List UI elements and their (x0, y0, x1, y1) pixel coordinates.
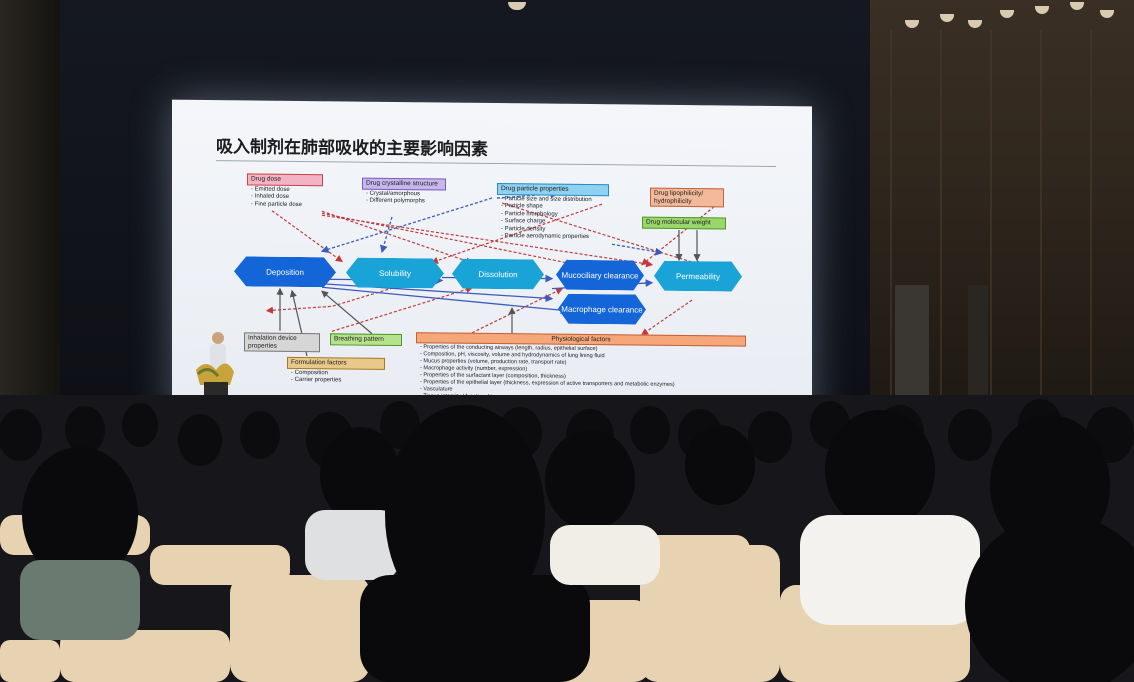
projection-screen: 吸入制剂在肺部吸收的主要影响因素 (172, 99, 812, 427)
ceiling-lamp (905, 20, 919, 28)
permeability-hex: Permeability (654, 261, 742, 292)
solubility-hex: Solubility (346, 257, 444, 288)
drug-dose-item: - Fine particle dose (251, 200, 303, 208)
breathing-pattern-label: Breathing pattern (330, 333, 402, 346)
ceiling-lamp (940, 14, 954, 22)
macrophage-clearance-hex: Macrophage clearance (558, 294, 646, 325)
ceiling-lamp (1100, 10, 1114, 18)
formulation-factors-header: Formulation factors (287, 356, 385, 370)
lipophilicity-header: Drug lipophilicity/ hydrophilicity (650, 187, 724, 208)
dissolution-hex: Dissolution (452, 259, 544, 290)
crystal-item: - Different polymorphs (366, 197, 425, 205)
molecular-weight-header: Drug molecular weight (642, 216, 726, 229)
ceiling-lamp (1000, 10, 1014, 18)
left-wall (0, 0, 60, 430)
audience (0, 395, 1134, 682)
inhalation-device-label: Inhalation device properties (244, 332, 320, 353)
crystal-structure-header: Drug crystalline structure (362, 177, 446, 191)
ceiling-lamp (1035, 6, 1049, 14)
ceiling-lamp (508, 2, 526, 10)
pillar (895, 285, 929, 415)
deposition-hex: Deposition (234, 256, 336, 287)
pillar (968, 285, 988, 415)
ceiling-lamp (968, 20, 982, 28)
breathing-pattern-box: Breathing pattern (330, 333, 402, 346)
formulation-factors-box: Formulation factors - Composition - Carr… (287, 356, 385, 386)
particle-item: - Particle aerodynamic properties (501, 233, 590, 241)
inhalation-device-box: Inhalation device properties (244, 332, 320, 353)
drug-dose-box: Drug dose - Emitted dose - Inhaled dose … (247, 173, 323, 209)
particle-properties-box: Drug particle properties - Particle size… (497, 183, 609, 242)
mucociliary-clearance-hex: Mucociliary clearance (556, 260, 644, 291)
physiological-factors-box: Physiological factors - Properties of th… (416, 332, 746, 403)
drug-dose-item: - Inhaled dose (251, 193, 290, 200)
drug-dose-header: Drug dose (247, 173, 323, 186)
molecular-weight-box: Drug molecular weight (642, 216, 726, 229)
particle-properties-header: Drug particle properties (497, 183, 609, 196)
formulation-item: - Carrier properties (291, 376, 342, 384)
ceiling-lamp (1070, 2, 1084, 10)
lipophilicity-box: Drug lipophilicity/ hydrophilicity (650, 187, 724, 208)
crystal-structure-box: Drug crystalline structure - Crystal/amo… (362, 177, 446, 206)
